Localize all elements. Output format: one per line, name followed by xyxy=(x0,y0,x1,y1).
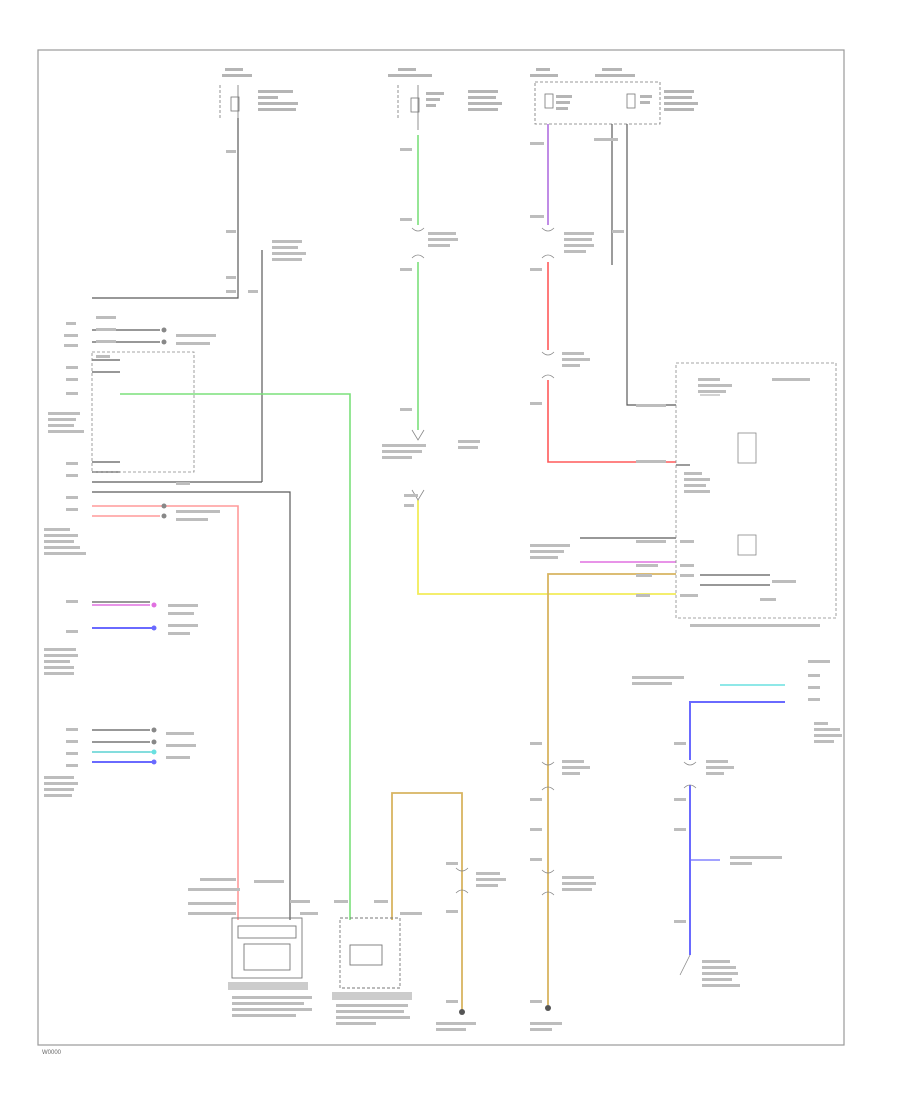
top-fuse-box-right xyxy=(534,81,661,125)
footer-code: W0000 xyxy=(42,1050,62,1056)
yellow-wire xyxy=(417,500,676,595)
bottom-motor-mid xyxy=(332,917,412,1000)
top-fuse-box-left xyxy=(219,85,240,118)
inline-connectors xyxy=(411,227,697,976)
blue-wires xyxy=(92,627,785,955)
ground-symbols xyxy=(459,1005,551,1015)
left-sensor-box xyxy=(91,351,195,473)
diagram-frame xyxy=(37,49,845,1046)
label-smudges xyxy=(44,138,842,1031)
bottom-motor-left xyxy=(228,917,308,990)
pink-wires xyxy=(92,505,239,920)
cyan-wires xyxy=(92,684,785,753)
right-assembly-box xyxy=(675,362,837,619)
red-wires xyxy=(547,262,676,463)
green-wires xyxy=(120,135,419,920)
magenta-wire xyxy=(92,561,676,606)
tan-wires xyxy=(391,573,676,1012)
left-connector-arrows xyxy=(151,327,167,765)
top-fuse-box-mid xyxy=(397,85,420,130)
fuse-label-smudges xyxy=(222,68,698,111)
